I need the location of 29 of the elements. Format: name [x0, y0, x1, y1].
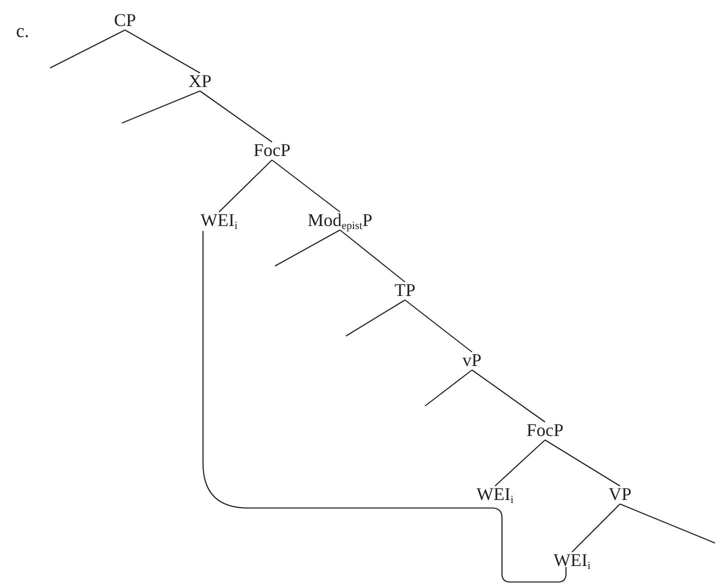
- branch-line: [218, 160, 272, 212]
- branch-line: [544, 440, 620, 486]
- movement-line: [202, 231, 567, 583]
- branch-line: [272, 160, 340, 212]
- category-label: VP: [608, 485, 632, 503]
- example-label: c.: [16, 22, 30, 41]
- category-label: CP: [114, 11, 136, 29]
- branch-line: [404, 300, 472, 352]
- category-label: Mod$_{epist}$P: [308, 211, 372, 229]
- category-label: vP: [462, 351, 482, 369]
- branch-line: [424, 370, 472, 406]
- branch-line: [122, 90, 200, 124]
- branch-line: [346, 300, 406, 336]
- category-label: WEI$_{i}$: [476, 485, 514, 503]
- branch-line: [472, 370, 546, 422]
- branch-line: [124, 30, 200, 74]
- category-label: FocP: [526, 421, 564, 439]
- branch-line: [494, 440, 546, 486]
- branch-line: [340, 230, 406, 282]
- category-label: TP: [394, 281, 416, 299]
- branch-line: [274, 230, 340, 266]
- category-label: XP: [188, 72, 212, 90]
- branch-line: [50, 30, 126, 68]
- branch-line: [572, 504, 620, 552]
- branch-line: [620, 504, 716, 544]
- category-label: FocP: [254, 141, 290, 159]
- branch-line: [200, 90, 272, 142]
- category-label: WEI$_{i}$: [200, 211, 238, 229]
- category-label: WEI$_{i}$: [553, 551, 591, 569]
